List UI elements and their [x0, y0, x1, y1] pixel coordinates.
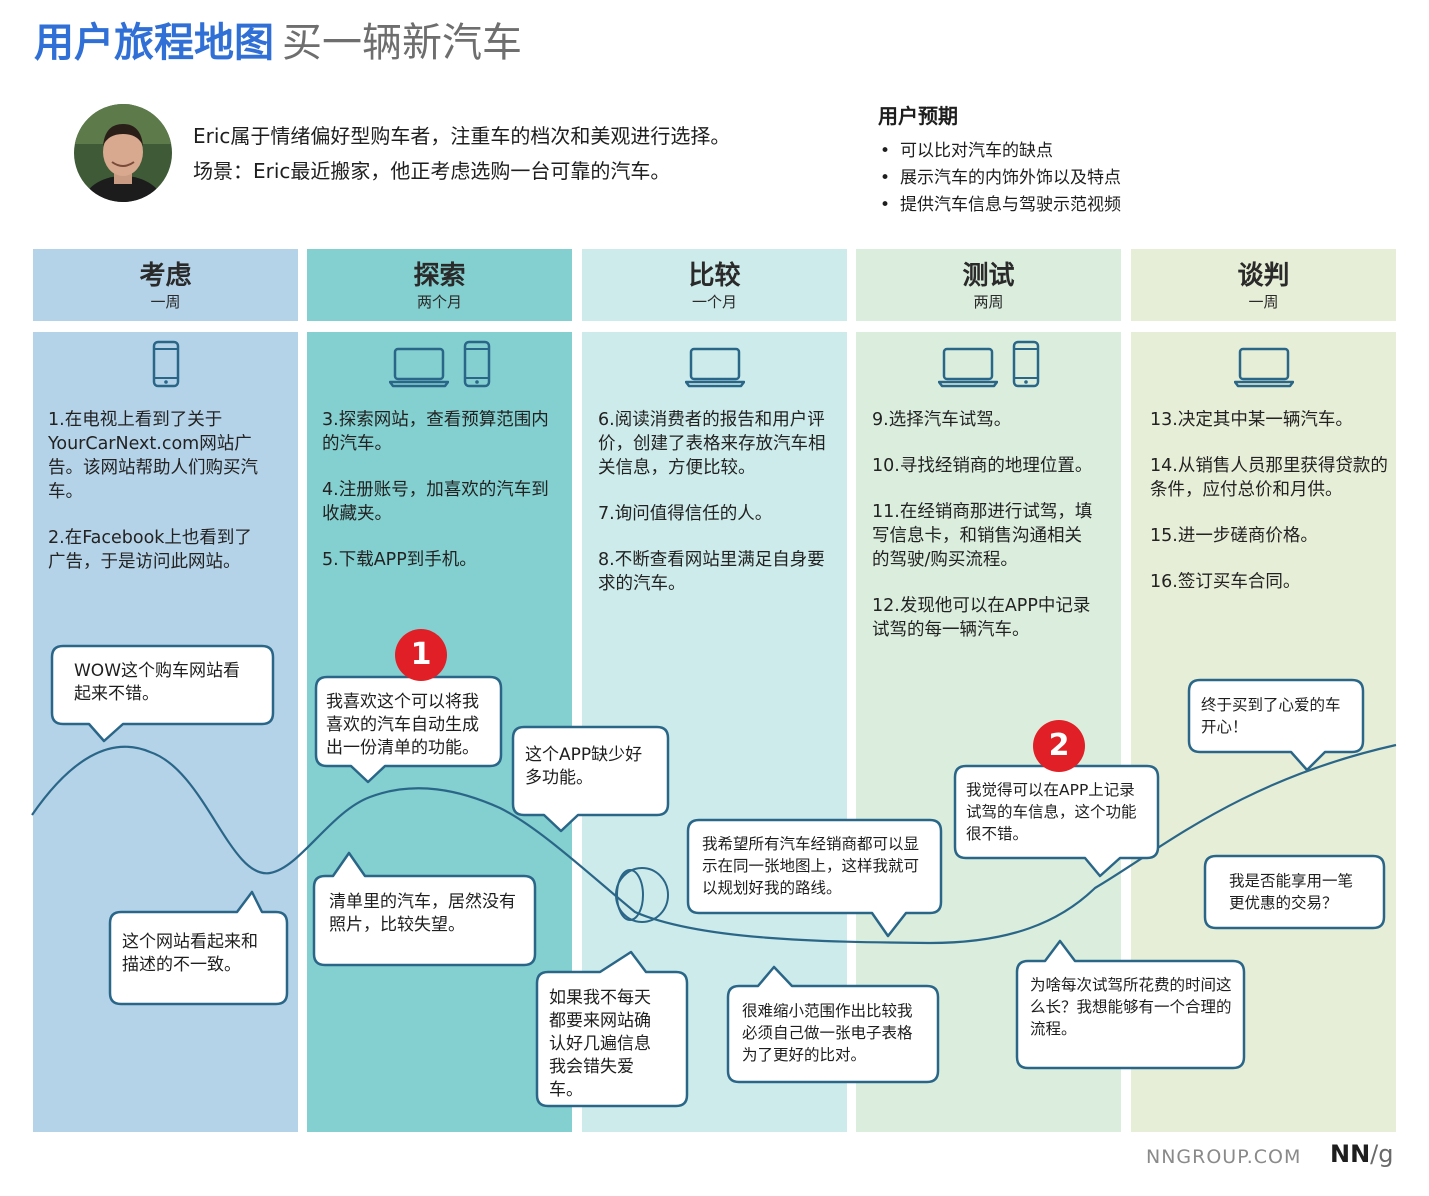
thought-bubble: 如果我不每天都要来网站确认好几遍信息我会错失爱车。	[537, 978, 679, 1111]
brand-logo: NN/g	[1330, 1140, 1394, 1168]
thought-bubble: 很难缩小范围作出比较我必须自己做一张电子表格为了更好的比对。	[730, 991, 934, 1075]
thought-bubble: 这个网站看起来和描述的不一致。	[110, 922, 286, 986]
thought-bubble: 为啥每次试驾所花费的时间这么长？我想能够有一个合理的流程。	[1018, 965, 1244, 1049]
highlight-badge: 1	[395, 629, 447, 681]
thought-bubble: 我喜欢这个可以将我喜欢的汽车自动生成出一份清单的功能。	[314, 682, 500, 769]
thought-bubble: 我希望所有汽车经销商都可以显示在同一张地图上，这样我就可以规划好我的路线。	[690, 824, 938, 908]
footer-site[interactable]: NNGROUP.COM	[1146, 1146, 1301, 1168]
thought-bubble: 我是否能享用一笔更优惠的交易？	[1217, 861, 1377, 923]
thought-bubble: 终于买到了心爱的车开心！	[1189, 685, 1361, 747]
thought-bubble: 我觉得可以在APP上记录试驾的车信息，这个功能很不错。	[954, 770, 1158, 854]
highlight-badge: 2	[1033, 720, 1085, 772]
logo-text: g	[1378, 1140, 1393, 1168]
thought-bubble: WOW这个购车网站看起来不错。	[62, 651, 268, 715]
logo-text: NN	[1330, 1140, 1370, 1168]
thought-bubble: 清单里的汽车，居然没有照片，比较失望。	[317, 882, 533, 946]
thought-bubble: 这个APP缺少好多功能。	[513, 735, 663, 799]
